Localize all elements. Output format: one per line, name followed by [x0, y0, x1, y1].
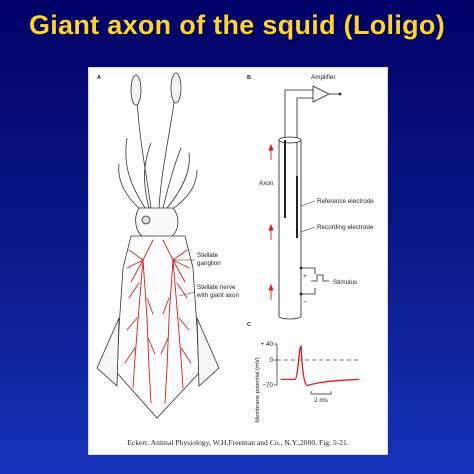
chart-tick-plus40: + 40	[261, 341, 274, 348]
squid-drawing	[96, 72, 220, 419]
chart-series-line	[281, 345, 360, 387]
squid-eye	[141, 215, 151, 225]
tentacle-club-right	[170, 72, 182, 104]
figure-illustration: A	[96, 72, 374, 423]
stellate-nerves	[124, 239, 192, 404]
axon-top	[278, 136, 302, 144]
stimulus-pulse	[311, 274, 329, 282]
recording-setup	[278, 85, 342, 320]
panel-c-letter: C	[247, 322, 251, 328]
recording-electrode-label: Recording electrode	[317, 224, 374, 231]
chart-scale-label: 2 ms	[314, 397, 328, 404]
chart-tick-minus70: −70	[262, 382, 273, 389]
stimulus-minus: −	[303, 299, 307, 306]
tentacle-club-left	[130, 74, 142, 106]
stellate-ganglion-label-1: Stellate	[197, 252, 219, 259]
action-potential-chart: Membrane potential (mV) + 40 0 −70 2 ms	[255, 341, 361, 423]
stellate-ganglion-label-2: ganglion	[197, 260, 221, 267]
stellate-nerve-label-1: Stellate nerve	[197, 284, 236, 291]
panel-b-letter: B	[247, 75, 251, 81]
chart-ylabel: Membrane potential (mV)	[255, 357, 261, 422]
reference-electrode-label: Reference electrode	[317, 198, 374, 205]
chart-tick-0: 0	[269, 357, 273, 364]
amplifier-symbol	[312, 85, 330, 103]
stellate-nerve-label-2: with giant axon	[196, 292, 240, 299]
panel-a-letter: A	[97, 75, 101, 81]
slide-title: Giant axon of the squid (Loligo)	[28, 10, 446, 40]
figure-panel: A	[88, 67, 388, 455]
figure-caption: Eckert: Animal Physiology, W.H.Freeman a…	[127, 438, 349, 447]
stimulus-label: Stimulus	[333, 279, 357, 286]
propagation-arrows	[268, 143, 274, 300]
stimulus-plus: +	[303, 273, 307, 280]
axon-label: Axon	[259, 180, 274, 187]
amplifier-label: Amplifier	[311, 74, 336, 81]
